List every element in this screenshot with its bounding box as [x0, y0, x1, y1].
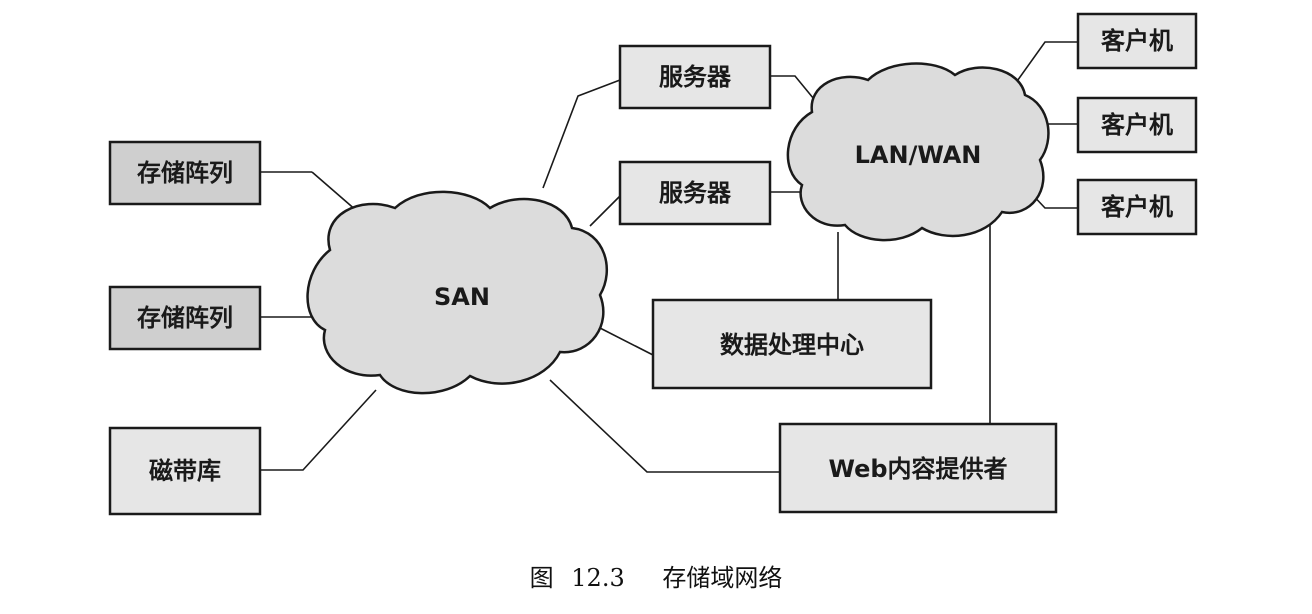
tape-library-box: 磁带库: [108, 426, 262, 516]
storage-array-1-box: 存储阵列: [108, 140, 262, 206]
caption-number: 12.3: [571, 564, 625, 592]
data-center-box: 数据处理中心: [651, 298, 933, 390]
link-san-server-2: [589, 195, 621, 227]
link-san-web-provider: [549, 379, 780, 473]
san-cloud: SAN: [306, 190, 608, 395]
client-3-box: 客户机: [1076, 178, 1198, 236]
client-1-label: 客户机: [1101, 27, 1173, 55]
client-2-box: 客户机: [1076, 96, 1198, 154]
caption-title: 存储域网络: [662, 564, 783, 592]
figure-caption: 图 12.3 存储域网络: [0, 558, 1312, 593]
client-3-label: 客户机: [1101, 193, 1173, 221]
lan-wan-label: LAN/WAN: [855, 141, 982, 169]
link-tape-library-san: [260, 389, 377, 471]
client-2-label: 客户机: [1101, 111, 1173, 139]
server-1-box: 服务器: [618, 44, 772, 110]
tape-library-label: 磁带库: [149, 457, 221, 485]
web-provider-box: Web内容提供者: [778, 422, 1058, 514]
san-label: SAN: [434, 283, 490, 311]
storage-array-2-label: 存储阵列: [137, 304, 233, 332]
server-2-box: 服务器: [618, 160, 772, 226]
link-lanwan-client-1: [1014, 41, 1078, 85]
storage-array-2-box: 存储阵列: [108, 285, 262, 351]
server-2-label: 服务器: [659, 179, 732, 207]
web-provider-label: Web内容提供者: [828, 455, 1007, 483]
san-cloud-shape: [306, 190, 608, 395]
server-1-label: 服务器: [659, 63, 732, 91]
connections: [260, 41, 1078, 473]
storage-array-1-label: 存储阵列: [137, 159, 233, 187]
caption-prefix: 图: [529, 564, 554, 592]
lan-wan-cloud-shape: [786, 62, 1050, 242]
data-center-label: 数据处理中心: [720, 331, 864, 359]
link-san-data-center: [599, 327, 654, 356]
link-server-1-lanwan: [770, 75, 819, 105]
link-san-server-1: [542, 79, 621, 189]
client-1-box: 客户机: [1076, 12, 1198, 70]
lan-wan-cloud: LAN/WAN: [786, 62, 1050, 242]
